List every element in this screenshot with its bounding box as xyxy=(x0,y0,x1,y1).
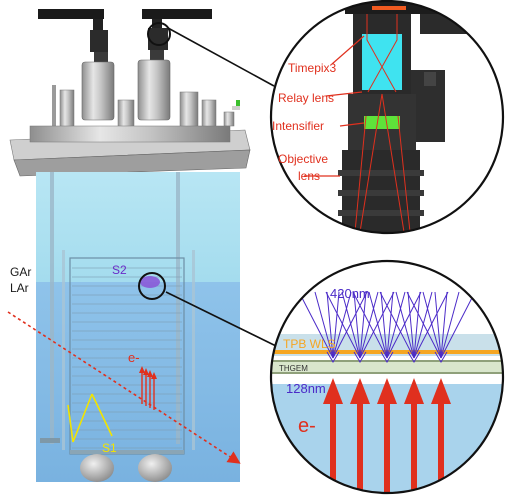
photon-ray xyxy=(413,291,433,359)
label-timepix: Timepix3 xyxy=(288,61,337,75)
field-cage xyxy=(69,257,185,455)
camera-zoom: Timepix3 Relay lens Intensifier Objectiv… xyxy=(269,0,505,235)
label-tpb-wls: TPB WLS xyxy=(283,337,336,351)
photon-ray xyxy=(353,351,367,363)
label-lar: LAr xyxy=(10,281,29,295)
label-gar: GAr xyxy=(10,265,31,279)
photon-ray xyxy=(359,291,395,359)
photon-ray xyxy=(380,351,394,363)
electron-arrow-head xyxy=(350,378,370,404)
label-s2: S2 xyxy=(112,263,127,277)
electron-arrow-head xyxy=(404,378,424,404)
photon-ray xyxy=(368,291,388,359)
photon-ray xyxy=(406,291,442,359)
photon-ray xyxy=(413,291,421,359)
label-420nm: 420nm xyxy=(330,286,370,301)
zoom-connector-top xyxy=(167,27,275,87)
intensifier xyxy=(364,116,400,129)
photon-ray xyxy=(332,291,352,359)
thgem-plate xyxy=(271,360,503,374)
label-objective-line1: Objective xyxy=(278,152,328,166)
zoom-marker-bottom xyxy=(138,272,166,300)
photon-ray xyxy=(413,291,449,359)
electron-arrow-head xyxy=(431,378,451,404)
photon-ray xyxy=(325,291,361,359)
photon-ray xyxy=(434,291,442,359)
photon-ray xyxy=(298,291,334,359)
camera-mount-left xyxy=(38,9,104,19)
label-electron-zoom: e- xyxy=(298,415,316,437)
photon-ray xyxy=(314,291,334,359)
photon-ray xyxy=(332,291,368,359)
photon-ray xyxy=(380,291,388,359)
photon-ray xyxy=(386,291,422,359)
label-electron: e- xyxy=(128,350,140,365)
label-s1: S1 xyxy=(102,441,117,455)
photon-ray xyxy=(440,291,476,359)
photon-ray xyxy=(386,291,394,359)
photon-ray xyxy=(379,291,415,359)
photon-ray xyxy=(332,291,340,359)
photon-ray xyxy=(407,351,421,363)
s2-light-spot xyxy=(140,276,160,288)
zoom-connector-bottom xyxy=(165,291,277,347)
photon-ray xyxy=(341,291,361,359)
gas-argon-region xyxy=(36,172,240,282)
label-128nm: 128nm xyxy=(286,381,326,396)
drifting-electrons xyxy=(141,371,155,410)
photon-ray xyxy=(359,291,379,359)
electron-arrow-head xyxy=(377,378,397,404)
photon-ray xyxy=(326,291,334,359)
label-relay-lens: Relay lens xyxy=(278,91,334,105)
label-thgem: THGEM xyxy=(279,364,308,373)
photon-ray xyxy=(359,291,367,359)
photon-ray xyxy=(386,291,406,359)
electron-arrow xyxy=(384,400,390,493)
cryostat xyxy=(7,9,251,482)
zoom-marker-top xyxy=(147,22,171,46)
label-intensifier: Intensifier xyxy=(272,119,324,133)
particle-track xyxy=(7,311,241,464)
electron-arrow xyxy=(411,400,417,493)
electron-arrow xyxy=(357,400,363,493)
photon-ray xyxy=(422,291,442,359)
pmt-right xyxy=(138,454,172,482)
s1-light-rays xyxy=(67,393,113,443)
camera-mount-right xyxy=(142,9,212,19)
photon-ray xyxy=(353,291,361,359)
photon-ray xyxy=(326,351,340,363)
label-objective-line2: lens xyxy=(298,169,320,183)
timepix-sensor xyxy=(353,14,411,32)
pmt-left xyxy=(80,454,114,482)
electron-arrow xyxy=(438,400,444,493)
thgem-zoom: 420nm TPB WLS THGEM 128nm e- xyxy=(269,259,505,495)
photon-ray xyxy=(440,291,448,359)
photon-ray xyxy=(434,351,448,363)
electron-arrow-head xyxy=(323,378,343,404)
photon-ray xyxy=(395,291,415,359)
photon-ray xyxy=(352,291,388,359)
photon-ray xyxy=(407,291,415,359)
electron-arrow xyxy=(330,400,336,493)
photon-ray xyxy=(440,291,460,359)
